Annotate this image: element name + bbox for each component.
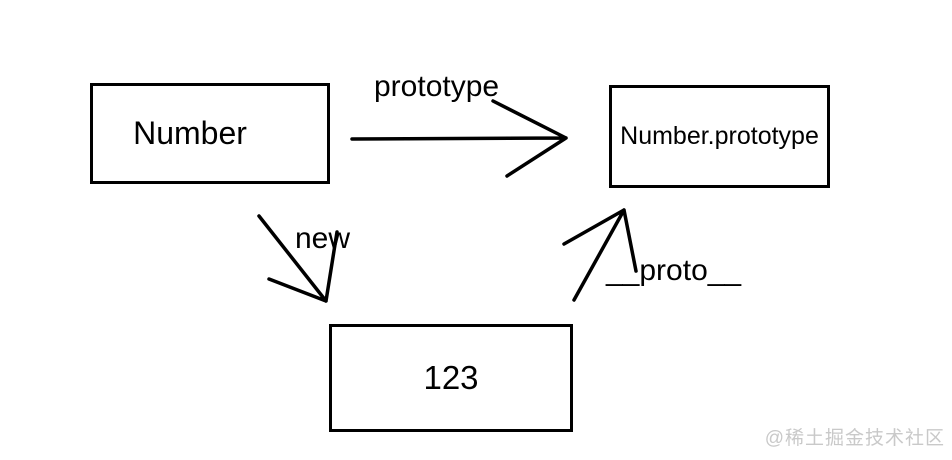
- box-number: Number: [90, 83, 330, 184]
- prototype-arrow-label: prototype: [374, 70, 500, 103]
- box-number-prototype-label: Number.prototype: [620, 122, 819, 150]
- new-arrow-label: new: [295, 222, 351, 255]
- proto-arrow-label: __proto__: [606, 254, 742, 287]
- box-number-label: Number: [133, 115, 247, 151]
- watermark-text: @稀土掘金技术社区: [764, 428, 945, 449]
- proto-arrow: [562, 208, 638, 302]
- box-instance-123: 123: [329, 324, 573, 432]
- box-number-prototype: Number.prototype: [609, 85, 830, 188]
- box-instance-label: 123: [423, 359, 479, 396]
- new-arrow: [257, 214, 339, 303]
- prototype-arrow: [350, 99, 568, 178]
